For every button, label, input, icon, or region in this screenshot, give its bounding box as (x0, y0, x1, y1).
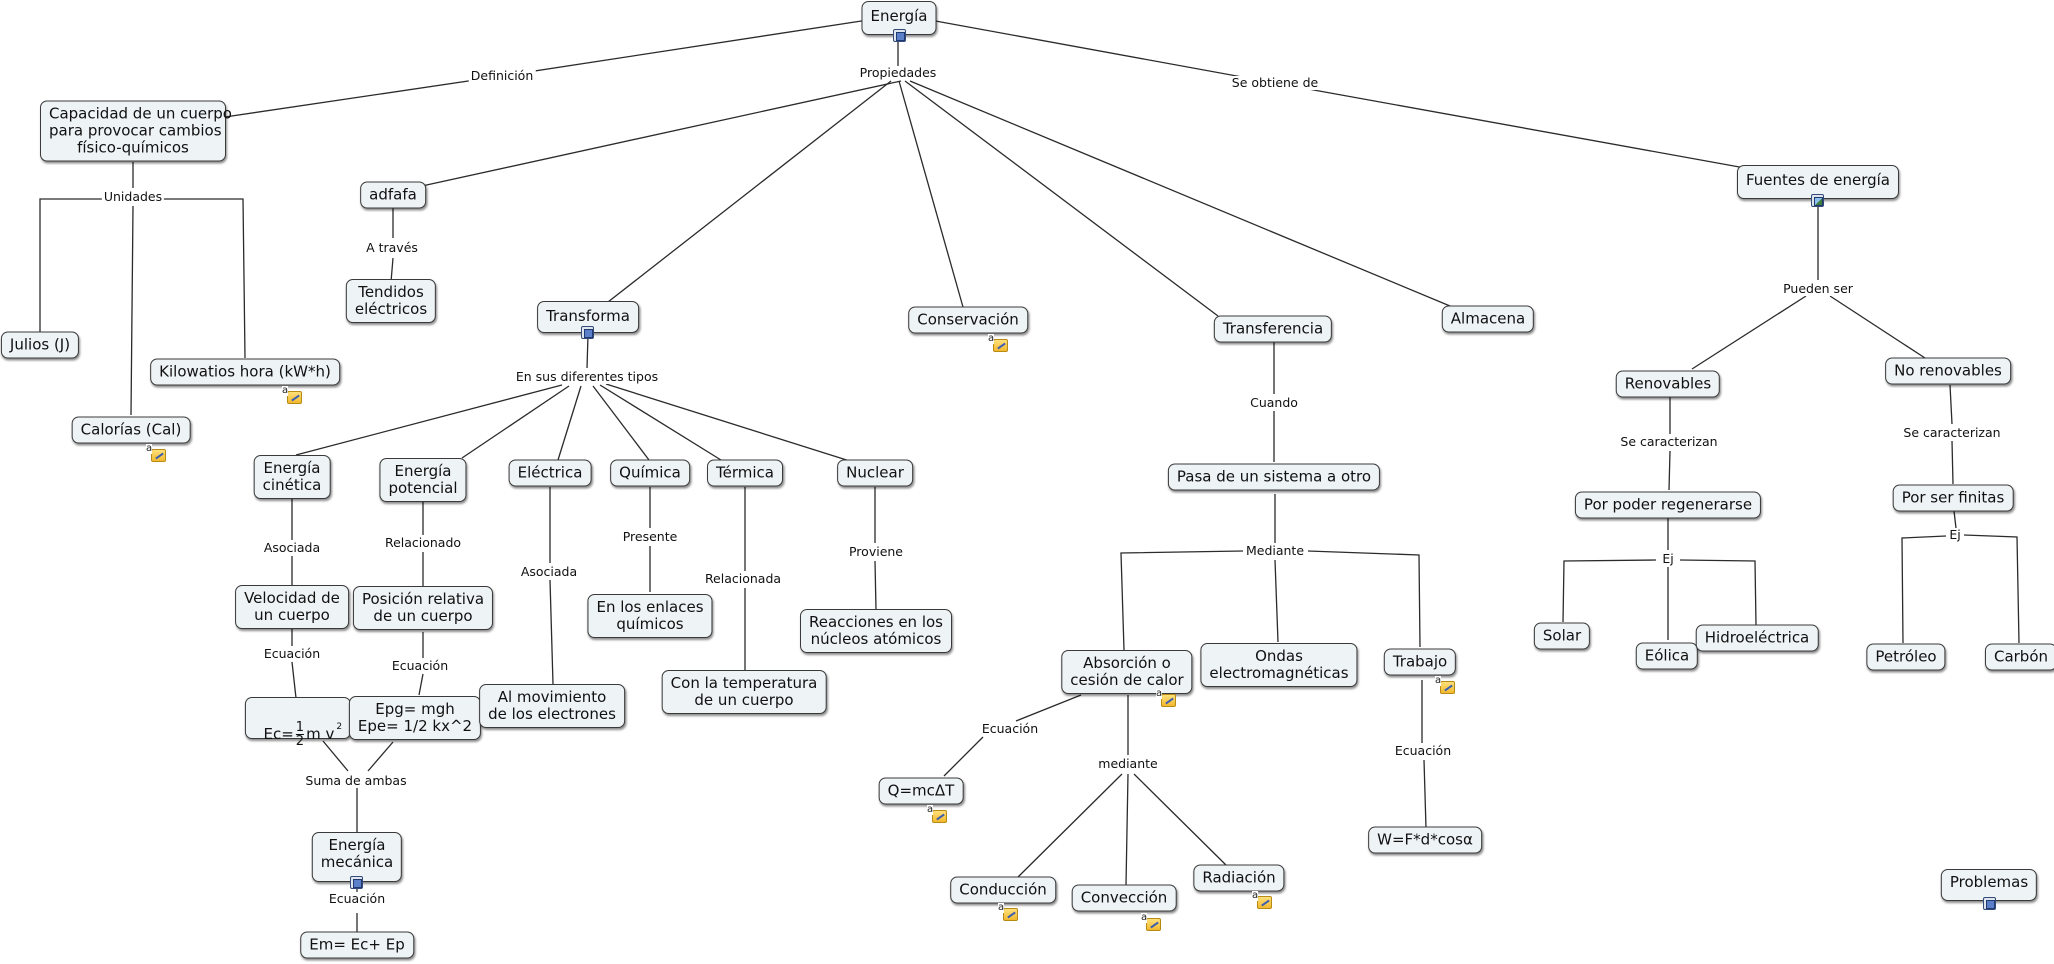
node-trabajo[interactable]: Trabajo (1383, 648, 1457, 676)
link-label-presente: Presente (620, 529, 680, 544)
link-label-ecuacion-trabajo: Ecuación (1392, 743, 1454, 758)
resource-icon[interactable] (581, 326, 594, 339)
node-transforma[interactable]: Transforma (537, 301, 639, 333)
node-no-renovables[interactable]: No renovables (1885, 357, 2011, 385)
link-label-caracterizan-no-renovables: Se caracterizan (1901, 425, 2003, 440)
link-label-mediante: Mediante (1243, 543, 1307, 558)
node-finitas[interactable]: Por ser finitas (1892, 484, 2014, 512)
link-label-mediante-calor: mediante (1096, 756, 1160, 771)
link-label-asociada-cinetica: Asociada (261, 540, 323, 555)
node-pasa[interactable]: Pasa de un sistema a otro (1167, 463, 1381, 491)
ec-mv: m v (306, 725, 335, 743)
node-temperatura[interactable]: Con la temperatura de un cuerpo (661, 670, 827, 714)
node-movimiento[interactable]: Al movimiento de los electrones (479, 684, 625, 728)
link-label-se-obtiene: Se obtiene de (1229, 75, 1321, 90)
node-hidroelectrica[interactable]: Hidroeléctrica (1695, 624, 1819, 652)
node-radiacion[interactable]: Radiación (1193, 864, 1285, 892)
image-icon[interactable] (1811, 194, 1824, 207)
node-conservacion[interactable]: Conservación (908, 306, 1028, 334)
node-q-formula[interactable]: Q=mcΔT (878, 777, 964, 805)
link-label-asociada-electrica: Asociada (518, 564, 580, 579)
link-label-cuando: Cuando (1248, 395, 1300, 410)
node-absorcion[interactable]: Absorción o cesión de calor (1061, 650, 1193, 694)
link-label-diferentes-tipos: En sus diferentes tipos (513, 369, 661, 384)
link-energia-seobtiene (929, 19, 1746, 169)
link-label-relacionado: Relacionado (382, 535, 464, 550)
link-label-proviene: Proviene (846, 544, 906, 559)
link-label-a-traves: A través (364, 240, 420, 255)
link-label-ej-renovables: Ej (1660, 551, 1676, 566)
link-label-unidades: Unidades (101, 189, 165, 204)
note-icon[interactable] (998, 903, 1018, 921)
note-icon[interactable] (988, 334, 1008, 352)
resource-icon[interactable] (1983, 897, 1996, 910)
node-em-formula[interactable]: Em= Ec+ Ep (300, 931, 414, 959)
link-label-ej-no-renovables: Ej (1947, 527, 1963, 542)
node-capacidad[interactable]: Capacidad de un cuerpo para provocar cam… (40, 100, 232, 162)
node-termica[interactable]: Térmica (707, 459, 783, 487)
link-label-definicion: Definición (468, 68, 536, 83)
note-icon[interactable] (146, 444, 166, 462)
link-label-ecuacion-potencial: Ecuación (389, 658, 451, 673)
node-posicion[interactable]: Posición relativa de un cuerpo (352, 586, 494, 630)
note-icon[interactable] (1435, 676, 1455, 694)
note-icon[interactable] (1141, 913, 1161, 931)
node-problemas[interactable]: Problemas (1940, 869, 2038, 901)
resource-icon[interactable] (893, 29, 906, 42)
node-energia[interactable]: Energía (861, 1, 937, 35)
node-eolica[interactable]: Eólica (1635, 642, 1699, 670)
node-electrica[interactable]: Eléctrica (508, 459, 592, 487)
link-label-ecuacion-cinetica: Ecuación (261, 646, 323, 661)
node-conduccion[interactable]: Conducción (950, 876, 1056, 904)
node-ondas[interactable]: Ondas electromagnéticas (1200, 643, 1358, 687)
link-label-relacionada: Relacionada (702, 571, 784, 586)
note-icon[interactable] (927, 805, 947, 823)
link-label-ecuacion-mecanica: Ecuación (326, 891, 388, 906)
node-velocidad[interactable]: Velocidad de un cuerpo (235, 585, 349, 629)
node-w-formula[interactable]: W=F*d*cosα (1368, 826, 1482, 854)
node-almacena[interactable]: Almacena (1441, 305, 1535, 333)
link-label-pueden-ser: Pueden ser (1781, 281, 1855, 296)
node-quimica[interactable]: Química (610, 459, 690, 487)
link-label-suma-ambas: Suma de ambas (303, 773, 409, 788)
note-icon[interactable] (282, 386, 302, 404)
link-label-propiedades: Propiedades (857, 65, 939, 80)
note-icon[interactable] (1252, 891, 1272, 909)
node-energia-potencial[interactable]: Energía potencial (379, 458, 467, 502)
node-transferencia[interactable]: Transferencia (1213, 315, 1333, 343)
note-icon[interactable] (1156, 689, 1176, 707)
node-regenerarse[interactable]: Por poder regenerarse (1574, 491, 1762, 519)
node-nuclear[interactable]: Nuclear (837, 459, 913, 487)
node-energia-mecanica[interactable]: Energía mecánica (311, 832, 403, 882)
node-epg-formula[interactable]: Epg= mgh Epe= 1/2 kx^2 (348, 696, 482, 740)
ec-numerator: 1 (295, 720, 305, 735)
resource-icon[interactable] (350, 876, 363, 889)
link-label-ecuacion-absorcion: Ecuación (979, 721, 1041, 736)
node-kilowatios[interactable]: Kilowatios hora (kW*h) (150, 358, 340, 386)
node-julios[interactable]: Julios (J) (0, 331, 80, 359)
node-conveccion[interactable]: Convección (1071, 884, 1177, 912)
link-label-caracterizan-renovables: Se caracterizan (1618, 434, 1720, 449)
ec-denominator: 2 (295, 734, 305, 749)
node-fuentes[interactable]: Fuentes de energía (1736, 165, 1900, 199)
node-tendidos[interactable]: Tendidos eléctricos (345, 279, 437, 323)
node-reacciones[interactable]: Reacciones en los núcleos atómicos (800, 609, 952, 653)
node-enlaces[interactable]: En los enlaces químicos (587, 594, 713, 638)
ec-exponent: 2 (336, 722, 343, 732)
node-carbon[interactable]: Carbón (1984, 643, 2054, 671)
link-energia-definicion (224, 19, 869, 118)
node-petroleo[interactable]: Petróleo (1866, 643, 1946, 671)
node-solar[interactable]: Solar (1533, 622, 1591, 650)
ec-label: Ec= (263, 725, 294, 743)
node-adfafa[interactable]: adfafa (360, 181, 426, 209)
node-energia-cinetica[interactable]: Energía cinética (253, 455, 331, 499)
node-renovables[interactable]: Renovables (1615, 370, 1721, 398)
node-calorias[interactable]: Calorías (Cal) (71, 416, 191, 444)
